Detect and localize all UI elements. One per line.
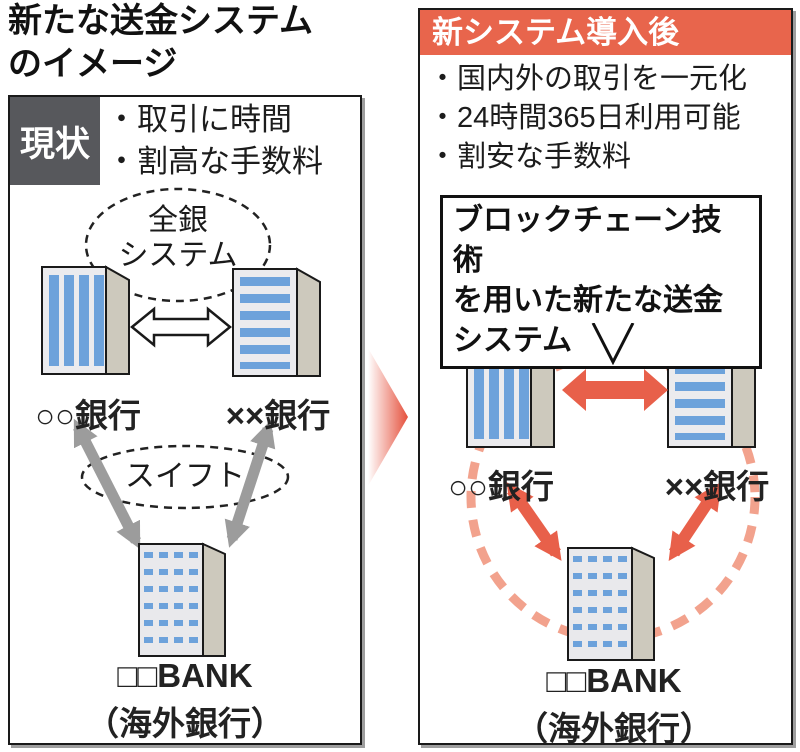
bank-a-label: ○○銀行 bbox=[35, 397, 141, 434]
panel-header: 新システム導入後 bbox=[420, 10, 791, 55]
bullet-item: ・割高な手数料 bbox=[106, 144, 323, 179]
domestic-double-arrow-icon bbox=[130, 306, 232, 348]
callout-pointer-icon bbox=[591, 323, 635, 365]
callout-line3: システム bbox=[453, 324, 573, 357]
current-state-bullet-list: ・取引に時間 ・割高な手数料 bbox=[106, 99, 323, 183]
bullet-item: ・割安な手数料 bbox=[428, 141, 632, 173]
swift-arrow-right-icon bbox=[224, 420, 276, 548]
new-transfer-arrow-right-icon bbox=[668, 481, 722, 562]
bank-b-label: ××銀行 bbox=[664, 468, 770, 505]
zengin-system-ellipse bbox=[84, 187, 272, 303]
bullet-item: ・取引に時間 bbox=[106, 102, 292, 137]
page-title-line1: 新たな送金システム bbox=[8, 2, 313, 40]
bank-a-label: ○○銀行 bbox=[448, 468, 554, 505]
overseas-bank-building-icon bbox=[567, 547, 655, 661]
status-badge: 現状 bbox=[10, 97, 100, 185]
callout-line2: を用いた新たな送金 bbox=[453, 284, 723, 317]
new-system-bullet-list: ・国内外の取引を一元化 ・24時間365日利用可能 ・割安な手数料 bbox=[428, 60, 747, 177]
blockchain-callout-box: ブロックチェーン技術 を用いた新たな送金 システム bbox=[440, 195, 762, 369]
overseas-bank-label: □□BANK bbox=[117, 657, 253, 694]
callout-line1: ブロックチェーン技術 bbox=[453, 204, 722, 277]
bank-a-building-icon bbox=[41, 266, 130, 375]
overseas-bank-sublabel: （海外銀行） bbox=[515, 710, 713, 747]
overseas-bank-building-icon bbox=[138, 543, 226, 657]
swift-arrow-left-icon bbox=[73, 418, 141, 550]
bullet-item: ・24時間365日利用可能 bbox=[428, 102, 741, 134]
new-system-panel: 新システム導入後 ・国内外の取引を一元化 ・24時間365日利用可能 ・割安な手… bbox=[418, 8, 793, 747]
transition-arrow-icon bbox=[368, 348, 408, 486]
zengin-label-line2: システム bbox=[118, 239, 238, 272]
bullet-item: ・国内外の取引を一元化 bbox=[428, 63, 748, 95]
zengin-label-line1: 全銀 bbox=[148, 204, 208, 237]
current-state-diagram bbox=[41, 187, 321, 657]
new-transfer-arrow-left-icon bbox=[506, 482, 562, 561]
bank-b-label: ××銀行 bbox=[225, 397, 331, 434]
current-state-panel: 現状 ・取引に時間 ・割高な手数料 全銀 システム スイフト ○○銀行 ××銀行… bbox=[8, 95, 362, 745]
bank-b-building-icon bbox=[232, 268, 321, 377]
overseas-bank-sublabel: （海外銀行） bbox=[86, 705, 284, 742]
page-title: 新たな送金システム のイメージ bbox=[8, 0, 368, 86]
overseas-bank-label: □□BANK bbox=[546, 662, 682, 699]
swift-label: スイフト bbox=[125, 460, 245, 493]
page-title-line2: のイメージ bbox=[8, 45, 178, 83]
new-transfer-arrow-icon bbox=[562, 369, 668, 411]
zengin-system-label: 全銀 システム bbox=[78, 203, 278, 273]
